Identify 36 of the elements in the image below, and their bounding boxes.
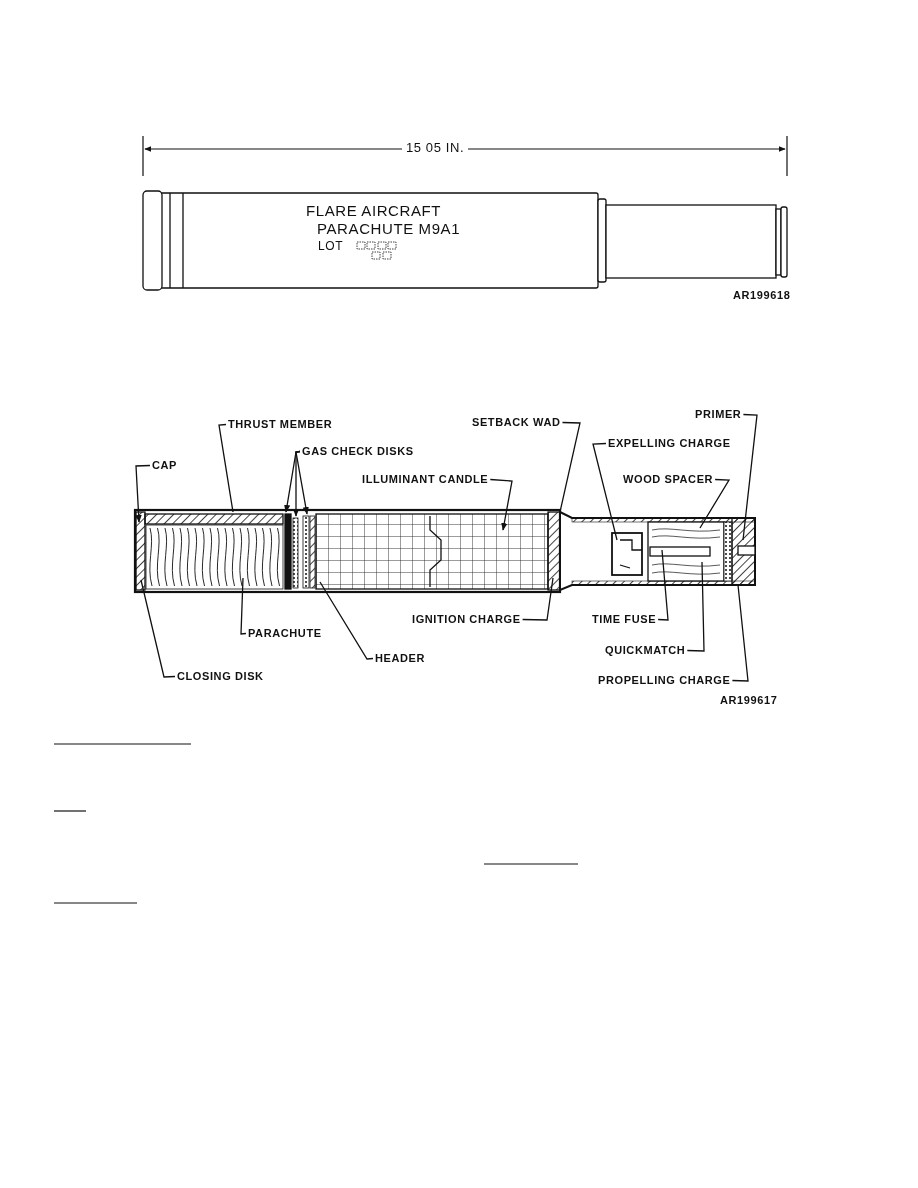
leader-line xyxy=(292,450,301,517)
marking-text: PARACHUTE M9A1 xyxy=(317,220,461,238)
callout-label: ILLUMINANT CANDLE xyxy=(362,473,489,486)
marking-text: LOT xyxy=(318,240,344,254)
leader-line xyxy=(295,450,309,515)
figure-number: AR199617 xyxy=(720,694,778,707)
callout-label: TIME FUSE xyxy=(592,613,657,626)
leader-line xyxy=(521,577,554,621)
callout-label: GAS CHECK DISKS xyxy=(302,445,414,458)
callout-label: SETBACK WAD xyxy=(472,416,561,429)
marking-text: FLARE AIRCRAFT xyxy=(306,202,442,220)
leader-line xyxy=(731,584,749,682)
leader-line xyxy=(319,581,374,660)
leader-line xyxy=(489,478,513,531)
leader-line xyxy=(592,442,618,541)
figure-number: AR199618 xyxy=(733,289,791,302)
leader-line xyxy=(559,421,581,513)
callout-label: HEADER xyxy=(375,652,426,665)
leader-line xyxy=(135,464,151,523)
callout-label: PROPELLING CHARGE xyxy=(598,674,731,687)
leader-line xyxy=(218,423,234,513)
callout-label: THRUST MEMBER xyxy=(228,418,333,431)
leader-line xyxy=(240,577,247,635)
leader-line xyxy=(699,478,731,529)
callout-label: CAP xyxy=(152,459,178,472)
callout-label: QUICKMATCH xyxy=(605,644,686,657)
callout-label: PRIMER xyxy=(695,408,742,421)
callout-label: PARACHUTE xyxy=(248,627,322,640)
leader-line xyxy=(686,561,705,652)
leader-line xyxy=(742,413,758,541)
callout-label: CLOSING DISK xyxy=(177,670,264,683)
leader-line xyxy=(140,579,176,678)
leader-line xyxy=(657,549,669,621)
callout-label: IGNITION CHARGE xyxy=(412,613,521,626)
callout-label: EXPELLING CHARGE xyxy=(608,437,731,450)
callout-label: WOOD SPACER xyxy=(623,473,714,486)
